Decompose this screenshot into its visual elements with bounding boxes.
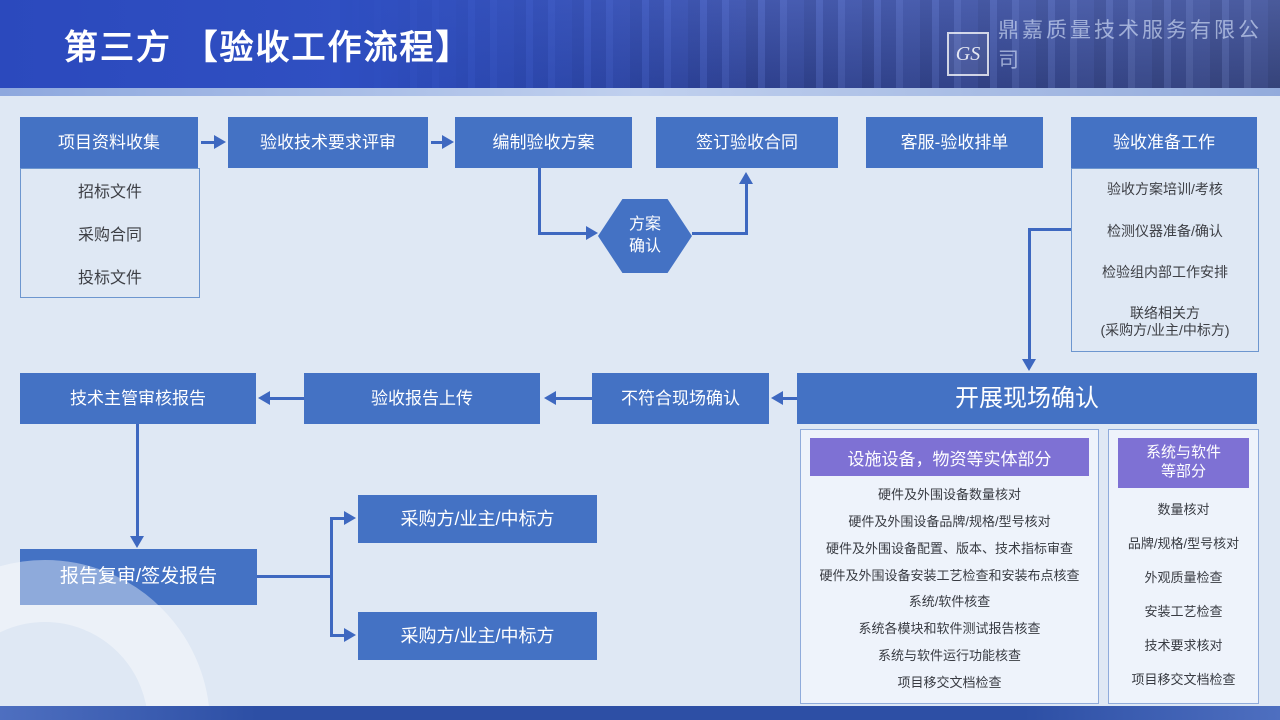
doc-item: 招标文件 bbox=[77, 184, 142, 202]
connector-line bbox=[556, 397, 592, 400]
step-project-data-collection: 项目资料收集 bbox=[20, 117, 198, 168]
footer-bar bbox=[0, 706, 1280, 720]
decision-plan-confirm: 方案 确认 bbox=[598, 199, 692, 273]
arrow-down-icon bbox=[130, 536, 144, 548]
header-band bbox=[0, 0, 1280, 88]
check-item: 数量核对 bbox=[1157, 502, 1210, 518]
check-item: 项目移交文档检查 bbox=[1131, 671, 1236, 687]
check-item: 硬件及外围设备数量核对 bbox=[877, 486, 1021, 502]
arrow-left-icon bbox=[771, 391, 783, 405]
check-item: 硬件及外围设备配置、版本、技术指标审查 bbox=[825, 540, 1073, 556]
doc-item: 采购合同 bbox=[77, 226, 142, 244]
connector-line bbox=[270, 397, 304, 400]
connector-line bbox=[1028, 228, 1031, 360]
check-item: 外观质量检查 bbox=[1144, 570, 1223, 586]
connector-line bbox=[745, 184, 748, 234]
prep-item: 检验组内部工作安排 bbox=[1102, 263, 1228, 280]
connector-line bbox=[1028, 228, 1071, 231]
check-item: 项目移交文档检查 bbox=[897, 675, 1002, 691]
connector-line bbox=[201, 141, 215, 144]
company-name: 鼎嘉质量技术服务有限公司 bbox=[998, 19, 1262, 72]
arrow-right-icon bbox=[586, 226, 598, 240]
arrow-right-icon bbox=[442, 135, 454, 149]
connector-line bbox=[330, 517, 333, 637]
prep-item: 验收方案培训/考核 bbox=[1107, 181, 1223, 198]
check-item: 技术要求核对 bbox=[1144, 637, 1223, 653]
page-title: 第三方 【验收工作流程】 bbox=[64, 28, 472, 67]
step-prepare-acceptance-plan: 编制验收方案 bbox=[455, 117, 632, 168]
connector-line bbox=[257, 575, 333, 578]
prep-panel: 验收方案培训/考核 检测仪器准备/确认 检验组内部工作安排 联络相关方 (采购方… bbox=[1071, 168, 1259, 352]
arrow-right-icon bbox=[214, 135, 226, 149]
check-item: 硬件及外围设备安装工艺检查和安装布点核查 bbox=[819, 567, 1080, 583]
facilities-column-header: 设施设备，物资等实体部分 bbox=[810, 438, 1089, 476]
connector-line bbox=[136, 424, 139, 537]
connector-line bbox=[431, 141, 443, 144]
step-sign-acceptance-contract: 签订验收合同 bbox=[656, 117, 838, 168]
check-item: 系统/软件核查 bbox=[908, 594, 991, 610]
facilities-column: 设施设备，物资等实体部分 硬件及外围设备数量核对 硬件及外围设备品牌/规格/型号… bbox=[800, 429, 1099, 704]
connector-line bbox=[692, 232, 748, 235]
arrow-right-icon bbox=[344, 511, 356, 525]
connector-line bbox=[330, 517, 346, 520]
check-item: 安装工艺检查 bbox=[1144, 603, 1223, 619]
software-column-items: 数量核对 品牌/规格/型号核对 外观质量检查 安装工艺检查 技术要求核对 项目移… bbox=[1109, 492, 1258, 703]
step-tech-requirements-review: 验收技术要求评审 bbox=[228, 117, 428, 168]
step-site-confirmation: 开展现场确认 bbox=[797, 373, 1257, 424]
step-service-scheduling: 客服-验收排单 bbox=[866, 117, 1043, 168]
prep-item: 联络相关方 (采购方/业主/中标方) bbox=[1100, 305, 1230, 338]
check-item: 品牌/规格/型号核对 bbox=[1127, 536, 1240, 552]
step-acceptance-preparation: 验收准备工作 bbox=[1071, 117, 1257, 168]
connector-line bbox=[538, 168, 541, 234]
connector-line bbox=[783, 397, 797, 400]
connector-line bbox=[330, 634, 346, 637]
prep-item: 检测仪器准备/确认 bbox=[1107, 222, 1223, 239]
connector-line bbox=[538, 232, 588, 235]
arrow-down-icon bbox=[1022, 359, 1036, 371]
software-column: 系统与软件 等部分 数量核对 品牌/规格/型号核对 外观质量检查 安装工艺检查 … bbox=[1108, 429, 1259, 704]
recipient-box-top: 采购方/业主/中标方 bbox=[358, 495, 597, 543]
city-skyline-overlay bbox=[340, 0, 1280, 88]
check-item: 系统与软件运行功能核查 bbox=[877, 648, 1021, 664]
facilities-column-items: 硬件及外围设备数量核对 硬件及外围设备品牌/规格/型号核对 硬件及外围设备配置、… bbox=[801, 480, 1098, 703]
software-column-header: 系统与软件 等部分 bbox=[1118, 438, 1249, 488]
header-divider bbox=[0, 88, 1280, 96]
arrow-left-icon bbox=[258, 391, 270, 405]
arrow-up-icon bbox=[739, 172, 753, 184]
check-item: 系统各模块和软件测试报告核查 bbox=[858, 621, 1041, 637]
step-upload-report: 验收报告上传 bbox=[304, 373, 540, 424]
check-item: 硬件及外围设备品牌/规格/型号核对 bbox=[848, 513, 1051, 529]
recipient-box-bottom: 采购方/业主/中标方 bbox=[358, 612, 597, 660]
step-nonconformity-confirm: 不符合现场确认 bbox=[592, 373, 769, 424]
arrow-right-icon bbox=[344, 628, 356, 642]
company-logo: GS bbox=[947, 32, 989, 76]
arrow-left-icon bbox=[544, 391, 556, 405]
doc-item: 投标文件 bbox=[77, 269, 142, 287]
project-docs-panel: 招标文件 采购合同 投标文件 bbox=[20, 168, 200, 298]
step-tech-manager-review: 技术主管审核报告 bbox=[20, 373, 256, 424]
